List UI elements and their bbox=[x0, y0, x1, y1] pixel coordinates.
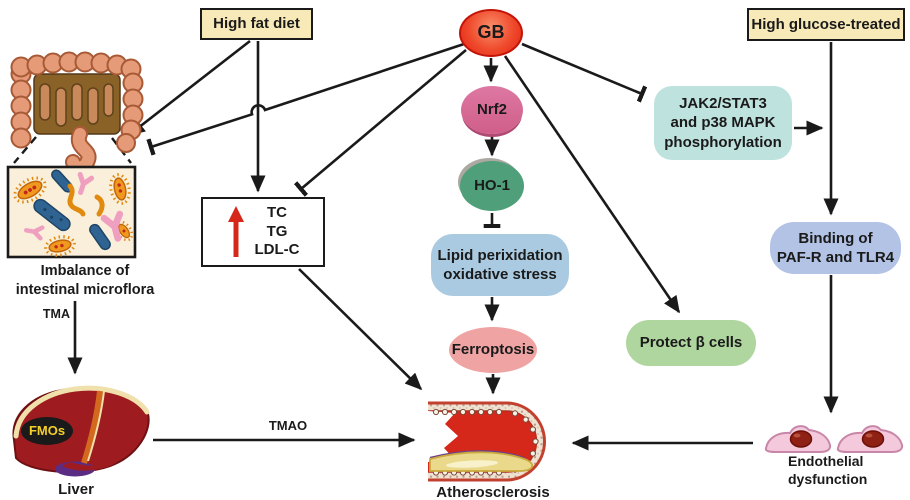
bacteria-illustration bbox=[6, 165, 137, 259]
intestine-illustration bbox=[10, 51, 144, 176]
node-high-glucose-treated: High glucose-treated bbox=[747, 8, 905, 41]
atherosclerosis-vessel-illustration bbox=[428, 401, 546, 482]
branching-bacteria bbox=[24, 171, 124, 242]
ldlc-label: LDL-C bbox=[254, 241, 300, 259]
node-protect-beta-cells: Protect β cells bbox=[626, 320, 756, 366]
endothelial-line2: dysfunction bbox=[788, 471, 868, 488]
node-binding-pafr-tlr4: Binding of PAF-R and TLR4 bbox=[770, 222, 901, 274]
endothelial-cells-illustration bbox=[764, 425, 904, 453]
node-gb: GB bbox=[459, 9, 523, 57]
node-ho1: HO-1 bbox=[460, 161, 524, 211]
edges bbox=[67, 39, 839, 451]
protect-beta-label: Protect β cells bbox=[639, 334, 743, 352]
high-glucose-label: High glucose-treated bbox=[751, 15, 901, 33]
lipid-levels-lines: TC TG LDL-C bbox=[255, 204, 300, 260]
tg-label: TG bbox=[266, 222, 288, 240]
ho1-label: HO-1 bbox=[474, 177, 510, 195]
edge-gb-inhibits-microflora bbox=[146, 42, 465, 156]
binding-line2: PAF-R and TLR4 bbox=[776, 249, 895, 266]
node-nrf2: Nrf2 bbox=[461, 86, 523, 134]
lipid-line1: Lipid perixidation bbox=[437, 246, 563, 264]
tmao-text: TMAO bbox=[268, 418, 308, 433]
atherosclerosis-label: Atherosclerosis bbox=[415, 483, 571, 500]
gb-label: GB bbox=[477, 22, 505, 43]
jak2-line1: JAK2/STAT3 bbox=[679, 94, 767, 112]
increase-arrow-icon bbox=[227, 206, 244, 257]
high-fat-diet-label: High fat diet bbox=[213, 15, 300, 33]
ferroptosis-label: Ferroptosis bbox=[451, 341, 535, 359]
edge-lipids-to-athero bbox=[298, 268, 423, 391]
lipid-line2: oxidative stress bbox=[443, 266, 557, 283]
tma-edge-label: TMA bbox=[26, 306, 70, 322]
node-ferroptosis: Ferroptosis bbox=[449, 327, 537, 373]
liver-label: Liver bbox=[38, 480, 114, 500]
endothelial-dysfunction-label: Endothelial dysfunction bbox=[788, 452, 903, 488]
worm-bacteria bbox=[67, 183, 105, 217]
edge-gb-inhibits-jak2 bbox=[521, 42, 648, 103]
fmos-text: FMOs bbox=[28, 422, 66, 438]
imbalance-microflora-label: Imbalance of intestinal microflora bbox=[2, 262, 168, 299]
imbalance-line1: Imbalance of bbox=[40, 263, 130, 279]
nrf2-label: Nrf2 bbox=[476, 101, 507, 119]
edge-highfat-to-intestine bbox=[127, 39, 251, 137]
node-lipid-peroxidation: Lipid perixidation oxidative stress bbox=[431, 234, 569, 296]
jak2-line3: phosphorylation bbox=[664, 133, 782, 151]
jak2-line2: and p38 MAPK bbox=[670, 114, 776, 132]
tmao-edge-label: TMAO bbox=[255, 418, 321, 435]
liver-illustration bbox=[12, 385, 150, 477]
atherosclerosis-text: Atherosclerosis bbox=[436, 484, 550, 500]
node-high-fat-diet: High fat diet bbox=[200, 8, 313, 40]
node-lipid-levels: TC TG LDL-C bbox=[201, 197, 325, 267]
endothelial-line1: Endothelial bbox=[788, 453, 864, 469]
tma-text: TMA bbox=[42, 307, 70, 321]
edge-gb-inhibits-lipids bbox=[293, 49, 467, 197]
binding-line1: Binding of bbox=[798, 229, 873, 247]
rod-bacteria bbox=[33, 169, 111, 251]
liver-text: Liver bbox=[58, 481, 94, 498]
fmos-badge: FMOs bbox=[21, 417, 73, 445]
imbalance-line2: intestinal microflora bbox=[15, 281, 155, 298]
edge-gb-to-protect bbox=[503, 55, 681, 314]
tc-label: TC bbox=[267, 203, 287, 221]
node-jak2-stat3-p38: JAK2/STAT3 and p38 MAPK phosphorylation bbox=[654, 86, 792, 160]
